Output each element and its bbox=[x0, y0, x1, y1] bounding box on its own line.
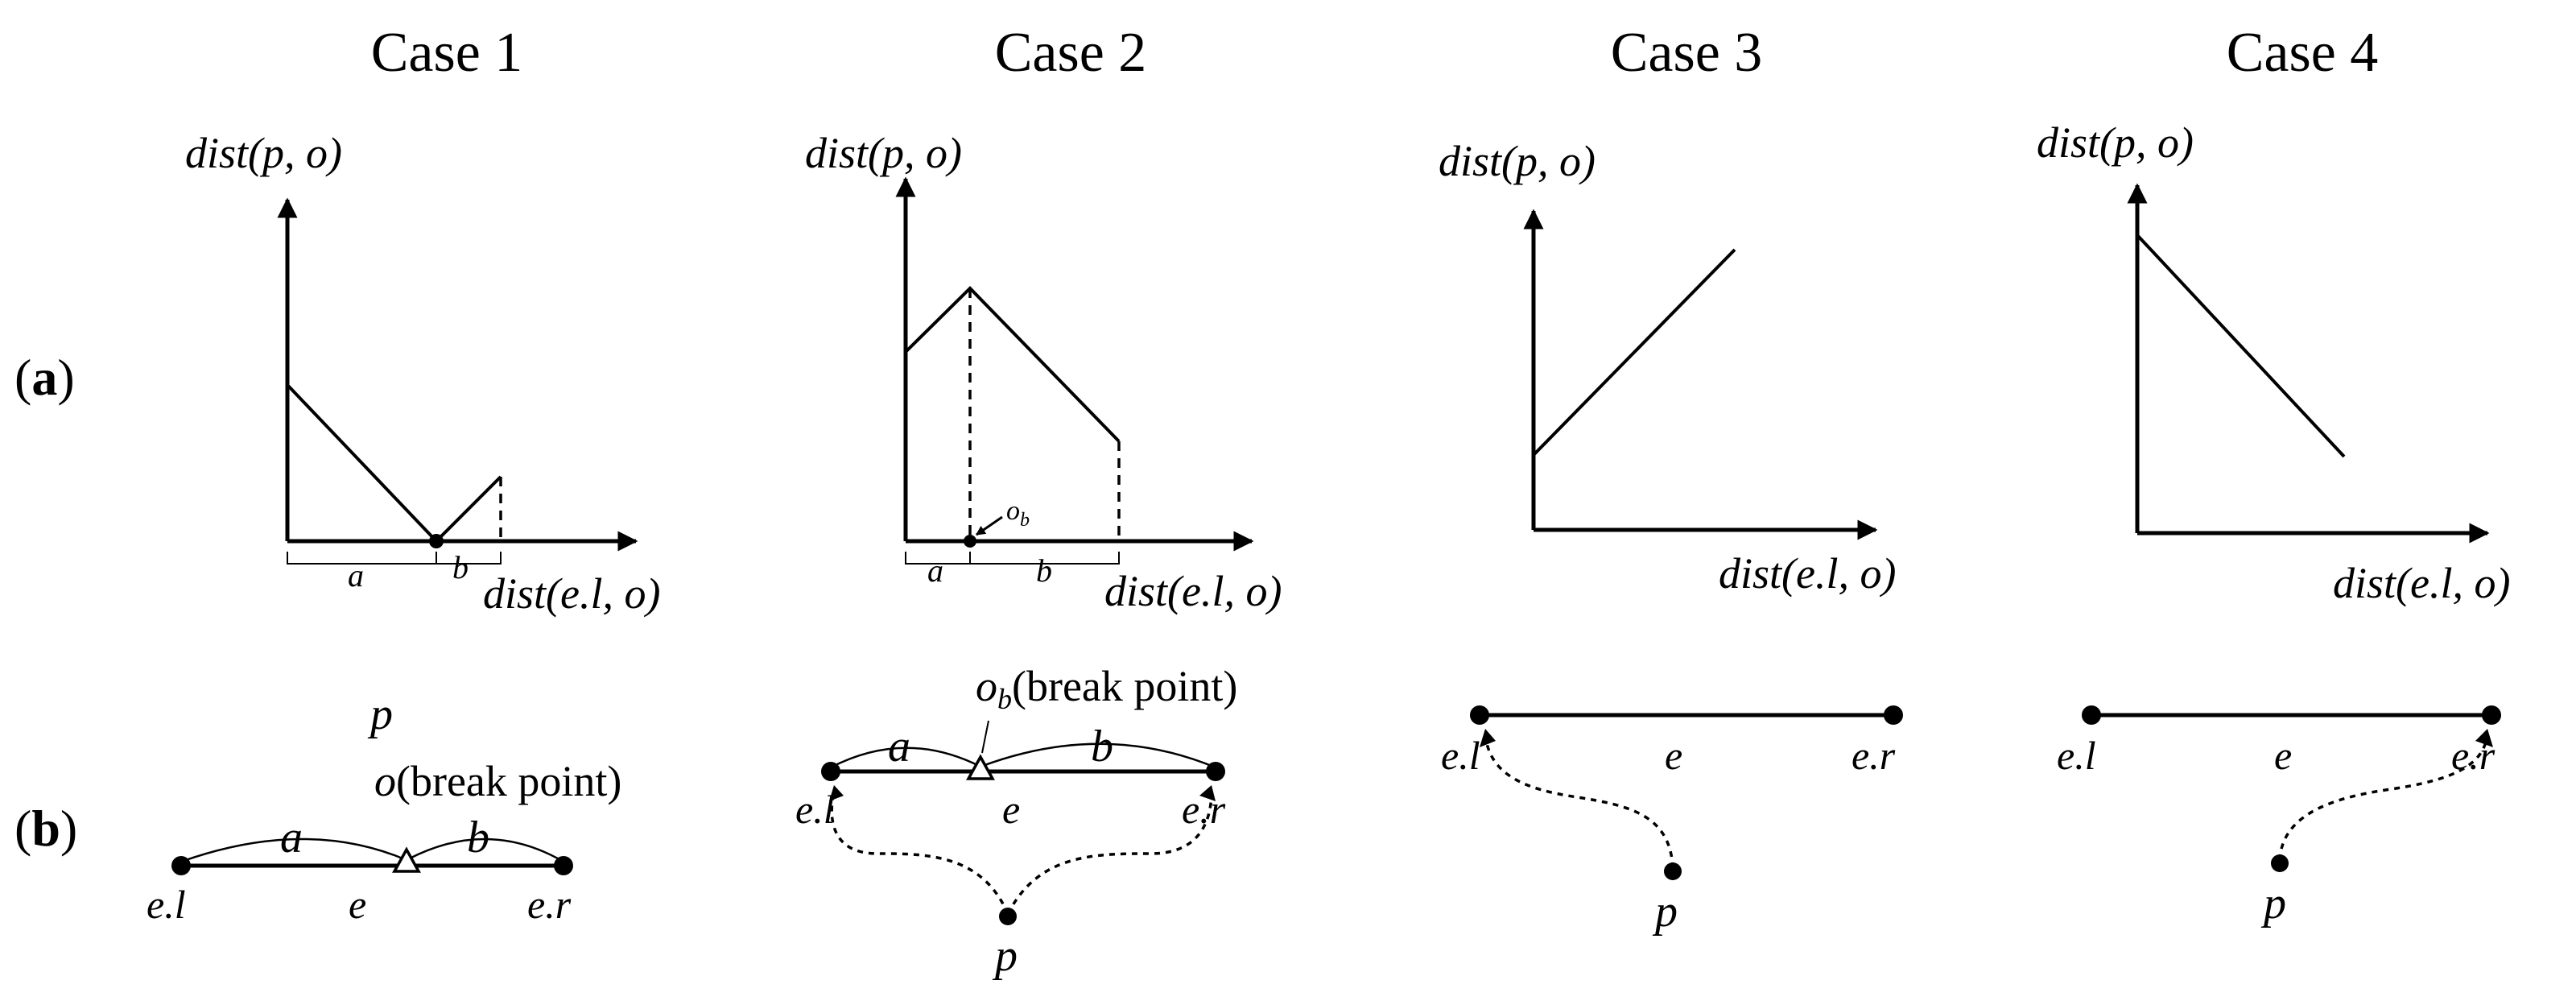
case1-breakpoint-triangle bbox=[392, 846, 421, 873]
case4-node-right-label: e.r bbox=[2451, 733, 2496, 778]
case1-network: a b p o(break point) e.l e e.r bbox=[147, 689, 621, 927]
case1-arc-a-label: a bbox=[280, 813, 303, 862]
case3-point-p bbox=[1664, 862, 1682, 880]
case1-segment-b-label: b bbox=[452, 549, 469, 585]
case3-x-axis-label: dist(e.l, o) bbox=[1719, 549, 1896, 598]
case2-x-axis-label: dist(e.l, o) bbox=[1104, 567, 1282, 615]
case2-node-right-label: e.r bbox=[1182, 787, 1226, 832]
case2-arrowhead-left bbox=[829, 785, 844, 801]
case3-path-to-left bbox=[1484, 734, 1674, 869]
case3-plot: dist(p, o) dist(e.l, o) bbox=[1439, 137, 1896, 598]
case4-node-left bbox=[2082, 705, 2101, 725]
case1-node-right-label: e.r bbox=[527, 882, 572, 927]
case1-arc-b-label: b bbox=[467, 813, 489, 862]
case1-edge-label: e bbox=[349, 882, 366, 927]
case4-network: e.l e e.r p bbox=[2057, 705, 2501, 928]
case1-arc-a bbox=[180, 838, 407, 863]
case-title-4: Case 4 bbox=[2227, 22, 2379, 84]
case4-point-p bbox=[2271, 854, 2289, 872]
case3-node-right-label: e.r bbox=[1852, 733, 1896, 778]
case2-segment-a-label: a bbox=[927, 552, 943, 589]
case2-breakpoint-arrow bbox=[976, 515, 1003, 536]
case2-segment-b-label: b bbox=[1036, 552, 1052, 589]
case1-distance-curve bbox=[286, 383, 502, 544]
case3-arrowhead-left bbox=[1480, 729, 1496, 747]
case3-node-right bbox=[1884, 705, 1903, 725]
case4-decreasing-line bbox=[2136, 234, 2346, 458]
case-title-2: Case 2 bbox=[995, 22, 1147, 84]
case2-breakpoint-triangle bbox=[966, 754, 995, 780]
case2-point-p bbox=[999, 908, 1017, 925]
case1-point-p-label: p bbox=[367, 689, 393, 739]
case2-arc-b bbox=[980, 742, 1216, 769]
case2-path-to-left bbox=[830, 790, 1009, 915]
case2-node-right bbox=[1206, 762, 1225, 781]
case2-network: a b ob(break point) e.l e e.r p bbox=[795, 662, 1237, 981]
case2-distance-curve bbox=[904, 286, 1121, 443]
case2-node-left-label: e.l bbox=[795, 787, 835, 832]
case2-breakpoint-pointer bbox=[981, 720, 989, 754]
case4-y-axis-label: dist(p, o) bbox=[2037, 118, 2194, 167]
case2-arc-a bbox=[830, 747, 981, 769]
case2-node-left bbox=[821, 762, 840, 781]
case3-increasing-line bbox=[1532, 248, 1736, 457]
case4-arrowhead-right bbox=[2475, 729, 2493, 747]
case4-x-axis-label: dist(e.l, o) bbox=[2333, 559, 2510, 607]
case1-plot: dist(p, o) a b dist(e.l, o) bbox=[185, 129, 660, 618]
case2-edge-label: e bbox=[1002, 787, 1020, 832]
case2-path-to-right bbox=[1006, 790, 1213, 915]
case2-y-axis-label: dist(p, o) bbox=[805, 129, 962, 177]
case4-node-left-label: e.l bbox=[2057, 733, 2096, 778]
case4-plot: dist(p, o) dist(e.l, o) bbox=[2037, 118, 2510, 607]
case1-node-left-label: e.l bbox=[147, 882, 186, 927]
case1-breakpoint-label: o(break point) bbox=[374, 757, 621, 805]
case4-path-to-right bbox=[2278, 734, 2489, 861]
case1-x-axis-label: dist(e.l, o) bbox=[483, 569, 660, 618]
case1-brackets bbox=[287, 552, 502, 565]
case1-node-left bbox=[171, 856, 191, 875]
case3-node-left-label: e.l bbox=[1441, 733, 1480, 778]
case2-arrowhead-right bbox=[1199, 785, 1216, 801]
case1-arc-b bbox=[406, 838, 564, 863]
case1-segment-a-label: a bbox=[348, 557, 364, 593]
case-title-1: Case 1 bbox=[371, 22, 523, 84]
case2-arc-b-label: b bbox=[1091, 722, 1113, 771]
case2-point-p-label: p bbox=[992, 931, 1018, 981]
row-label-b: (b) bbox=[14, 800, 77, 857]
row-label-a: (a) bbox=[14, 349, 75, 406]
case-title-3: Case 3 bbox=[1611, 22, 1763, 84]
case2-brackets bbox=[905, 552, 1120, 565]
case3-network: e.l e e.r p bbox=[1441, 705, 1903, 937]
case1-y-axis-label: dist(p, o) bbox=[185, 129, 342, 177]
case2-breakpoint-dot bbox=[964, 535, 976, 548]
case2-plot: dist(p, o) ob a b dist(e.l, o) bbox=[805, 129, 1282, 615]
case4-node-right bbox=[2482, 705, 2501, 725]
case2-arc-a-label: a bbox=[888, 722, 910, 771]
case4-edge-label: e bbox=[2274, 733, 2292, 778]
case3-node-left bbox=[1470, 705, 1489, 725]
case1-node-right bbox=[554, 856, 573, 875]
case4-point-p-label: p bbox=[2260, 879, 2286, 928]
case3-edge-label: e bbox=[1665, 733, 1682, 778]
case1-breakpoint-dot bbox=[429, 534, 444, 548]
case3-y-axis-label: dist(p, o) bbox=[1439, 137, 1596, 185]
case2-breakpoint-label: ob(break point) bbox=[976, 662, 1237, 715]
case3-point-p-label: p bbox=[1652, 887, 1678, 937]
case2-breakpoint-small-label: ob bbox=[1006, 496, 1030, 531]
